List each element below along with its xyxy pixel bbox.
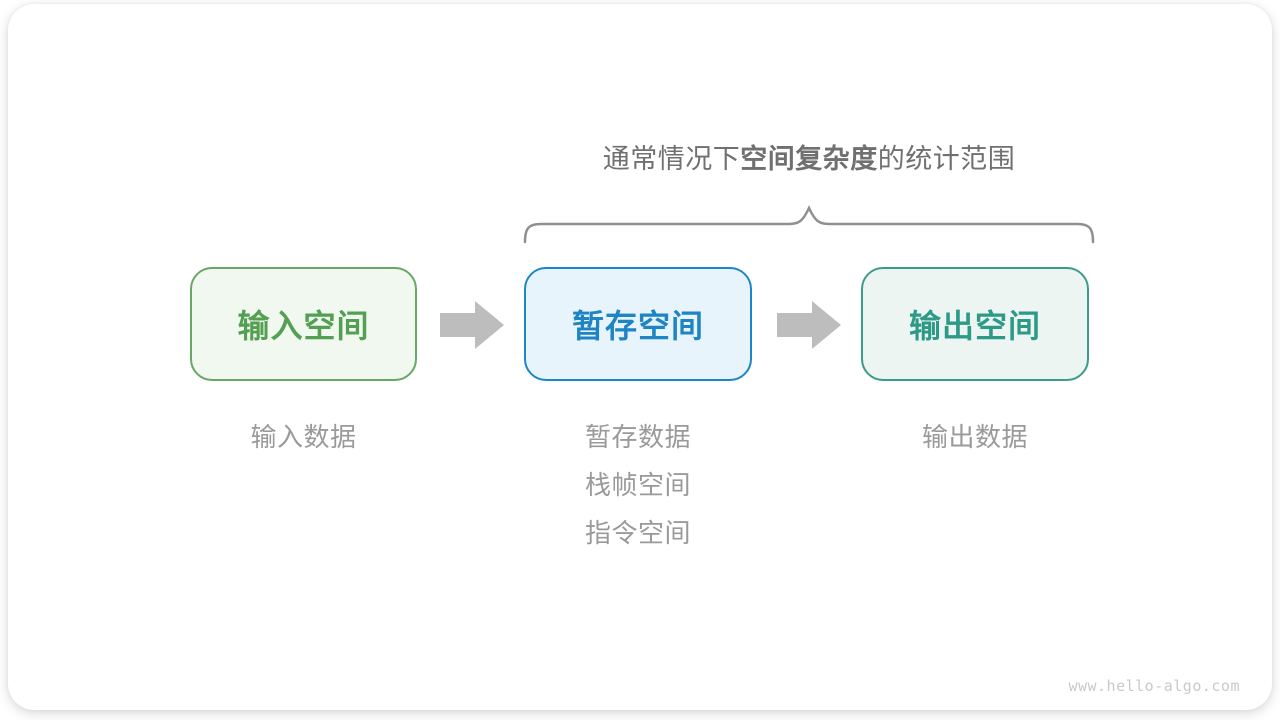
scope-brace (523, 205, 1095, 244)
input-space-label: 输入空间 (237, 308, 370, 344)
caption-line: 输入数据 (250, 422, 357, 452)
title-suffix: 的统计范围 (877, 144, 1016, 174)
output-caption: 输出数据 (861, 413, 1089, 461)
temp-space-box: 暂存空间 (524, 267, 752, 381)
output-space-label: 输出空间 (908, 308, 1041, 344)
temp-space-label: 暂存空间 (571, 308, 704, 344)
title-emphasis: 空间复杂度 (740, 144, 878, 174)
temp-caption: 暂存数据 栈帧空间 指令空间 (524, 413, 752, 557)
caption-line: 指令空间 (584, 518, 691, 548)
input-space-box: 输入空间 (190, 267, 417, 381)
caption-line: 栈帧空间 (584, 470, 691, 500)
caption-line: 暂存数据 (584, 422, 691, 452)
title-prefix: 通常情况下 (602, 144, 741, 174)
arrow-right-icon (777, 301, 841, 349)
watermark: www.hello-algo.com (1068, 677, 1240, 695)
arrow-right-icon (440, 301, 504, 349)
output-space-box: 输出空间 (861, 267, 1089, 381)
diagram-title: 通常情况下空间复杂度的统计范围 (518, 144, 1100, 174)
input-caption: 输入数据 (190, 413, 417, 461)
caption-line: 输出数据 (921, 422, 1028, 452)
